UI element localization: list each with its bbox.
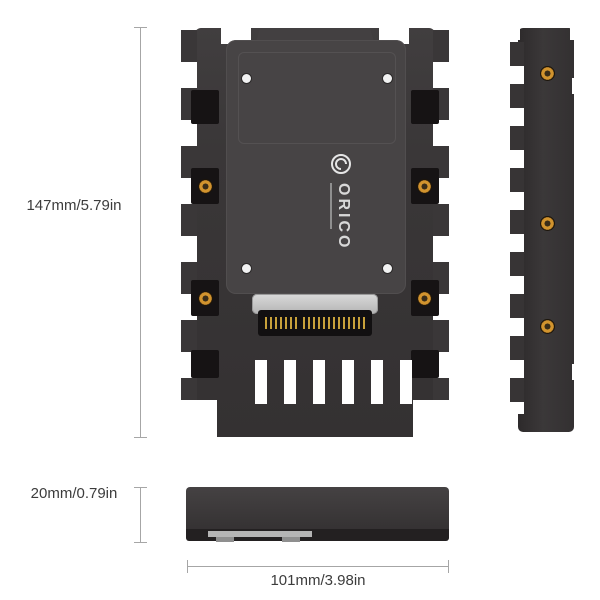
- thickness-dimension-tick-bottom: [134, 542, 147, 543]
- right-edge-fins: [433, 30, 449, 412]
- inner-recess-panel: [226, 40, 406, 294]
- brand-tagline-line: [330, 183, 333, 229]
- sata-power-pins: [303, 317, 365, 329]
- screw-hole-gold: [540, 66, 555, 81]
- screw-hole-gold: [540, 319, 555, 334]
- connector-tab: [216, 537, 234, 542]
- width-dimension-tick-right: [448, 560, 449, 573]
- side-top-step: [510, 28, 520, 40]
- height-dimension-line: [140, 27, 141, 438]
- side-view: [510, 28, 580, 438]
- mounting-hole: [383, 264, 392, 273]
- brand-logo: ORICO: [327, 153, 355, 263]
- height-dimension-label: 147mm/5.79in: [26, 197, 122, 214]
- screw-hole-gold: [417, 179, 432, 194]
- vent-slot: [342, 360, 354, 404]
- vent-slot: [313, 360, 325, 404]
- panel-outline: [238, 52, 396, 144]
- bottom-slab: [186, 487, 449, 529]
- left-edge-fins: [181, 30, 197, 412]
- side-right-notch: [572, 364, 580, 380]
- width-dimension-tick-left: [187, 560, 188, 573]
- mounting-hole: [383, 74, 392, 83]
- right-slot: [411, 350, 439, 378]
- sata-connector: [258, 310, 372, 336]
- sata-data-pins: [265, 317, 297, 329]
- brand-name: ORICO: [335, 183, 353, 251]
- vent-slot: [371, 360, 383, 404]
- screw-hole-gold: [198, 291, 213, 306]
- bottom-right-step: [413, 400, 449, 437]
- vent-slot: [284, 360, 296, 404]
- width-dimension-label: 101mm/3.98in: [270, 572, 366, 589]
- mounting-hole: [242, 74, 251, 83]
- mounting-hole: [242, 264, 251, 273]
- side-right-notch: [572, 78, 580, 94]
- thickness-dimension-label: 20mm/0.79in: [30, 485, 118, 502]
- vent-slot: [255, 360, 267, 404]
- bottom-left-step: [181, 400, 217, 437]
- bottom-view: [186, 487, 449, 543]
- orico-logo-icon: [330, 153, 352, 175]
- side-edge-notches: [510, 42, 524, 414]
- sata-connector-housing: [252, 294, 378, 314]
- left-slot: [191, 350, 219, 378]
- screw-hole-gold: [540, 216, 555, 231]
- screw-hole-gold: [198, 179, 213, 194]
- bottom-sata-connector: [208, 531, 312, 537]
- screw-hole-gold: [417, 291, 432, 306]
- left-slot: [191, 90, 219, 124]
- vent-slot: [400, 360, 412, 404]
- thickness-dimension-tick-top: [134, 487, 147, 488]
- front-view: ORICO: [181, 28, 449, 437]
- connector-tab: [282, 537, 300, 542]
- thickness-dimension-line: [140, 487, 141, 543]
- height-dimension-tick-top: [134, 27, 147, 28]
- side-top-step: [570, 28, 580, 40]
- width-dimension-line: [187, 566, 449, 567]
- height-dimension-tick-bottom: [134, 437, 147, 438]
- right-slot: [411, 90, 439, 124]
